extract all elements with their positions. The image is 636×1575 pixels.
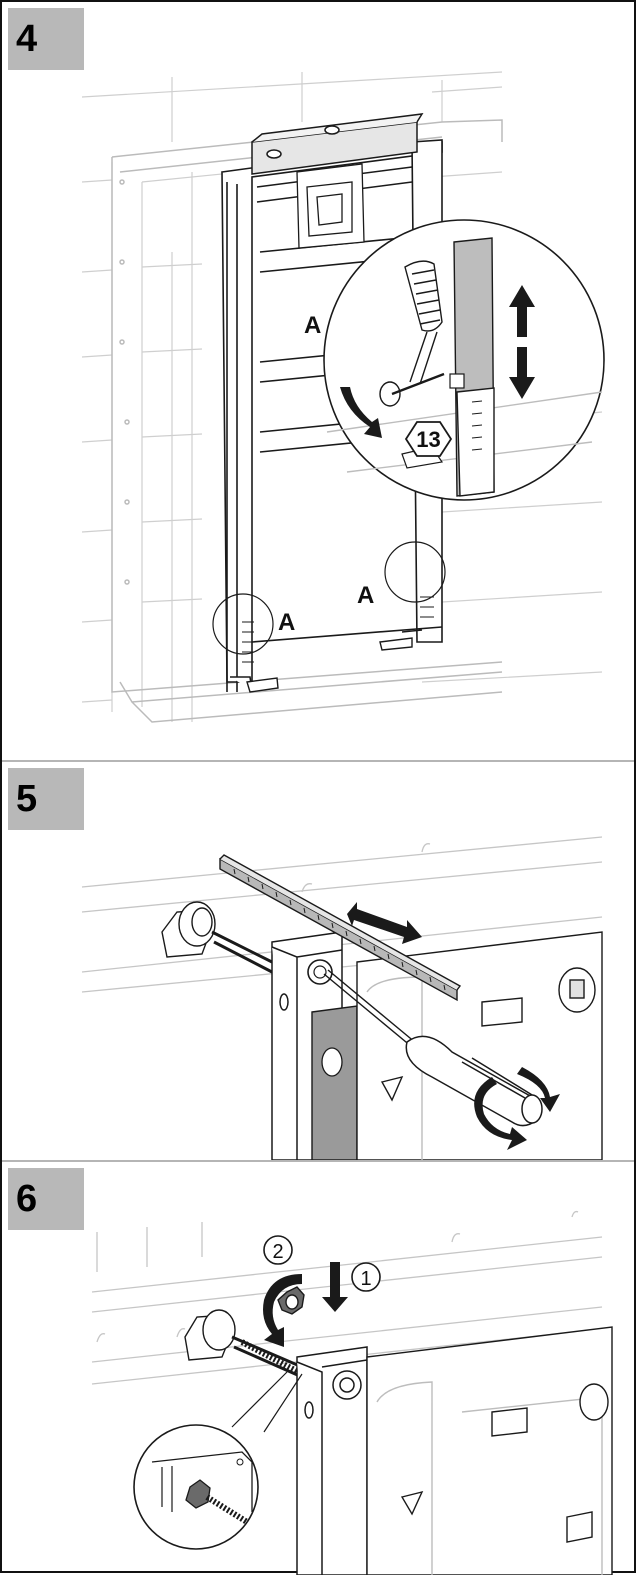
wall-lines (91, 1210, 603, 1385)
wrench-size-label: 13 (416, 427, 440, 452)
frame-feet (246, 637, 413, 693)
step-6-illustration: 1 2 (91, 1210, 613, 1575)
frame-post (296, 1346, 368, 1575)
cistern (366, 1326, 613, 1575)
step-5-illustration (81, 836, 603, 1160)
cistern (356, 931, 603, 1160)
slide-arrow (347, 902, 422, 944)
threaded-rod (240, 1339, 304, 1377)
sequence-label-2: 2 (272, 1241, 283, 1263)
step-6-panel: 6 (2, 1160, 634, 1575)
step-5-panel: 5 (2, 760, 634, 1160)
callout-lines (231, 1371, 303, 1433)
ruler (219, 854, 462, 1002)
zoom-detail: 13 (323, 219, 605, 501)
cistern-box (296, 163, 365, 249)
press-down-arrow (322, 1262, 348, 1312)
label-a-lower-right: A (357, 582, 374, 609)
detail-circle-right (384, 541, 446, 603)
wall-lines (81, 836, 603, 993)
step-4-illustration: 13 A A A (81, 71, 605, 723)
label-a-upper: A (304, 312, 321, 339)
detail-zoom-circle (133, 1424, 259, 1550)
height-scales (242, 596, 434, 663)
screwdriver-handle (405, 1035, 543, 1127)
star-knob (277, 1286, 305, 1315)
step-number-badge: 5 (8, 768, 84, 830)
detail-circle-left (212, 593, 274, 655)
wall-bracket (161, 901, 273, 974)
step-4-panel: 4 (2, 2, 634, 758)
spirit-level (251, 113, 424, 175)
rotate-arrow (263, 1274, 302, 1347)
sequence-marker-2 (263, 1235, 293, 1265)
step-number-badge: 4 (8, 8, 84, 70)
sequence-marker-1 (351, 1262, 381, 1292)
sequence-label-1: 1 (360, 1268, 371, 1290)
ruler-ticks (233, 868, 446, 991)
level-block (311, 1005, 358, 1160)
label-a-lower-left: A (278, 609, 295, 636)
rotate-arrow-upper (517, 1067, 560, 1112)
rotate-arrow-lower (474, 1077, 527, 1150)
step-number-badge: 6 (8, 1168, 84, 1230)
screwdriver-shaft (323, 969, 417, 1048)
wall-bracket (184, 1309, 303, 1379)
